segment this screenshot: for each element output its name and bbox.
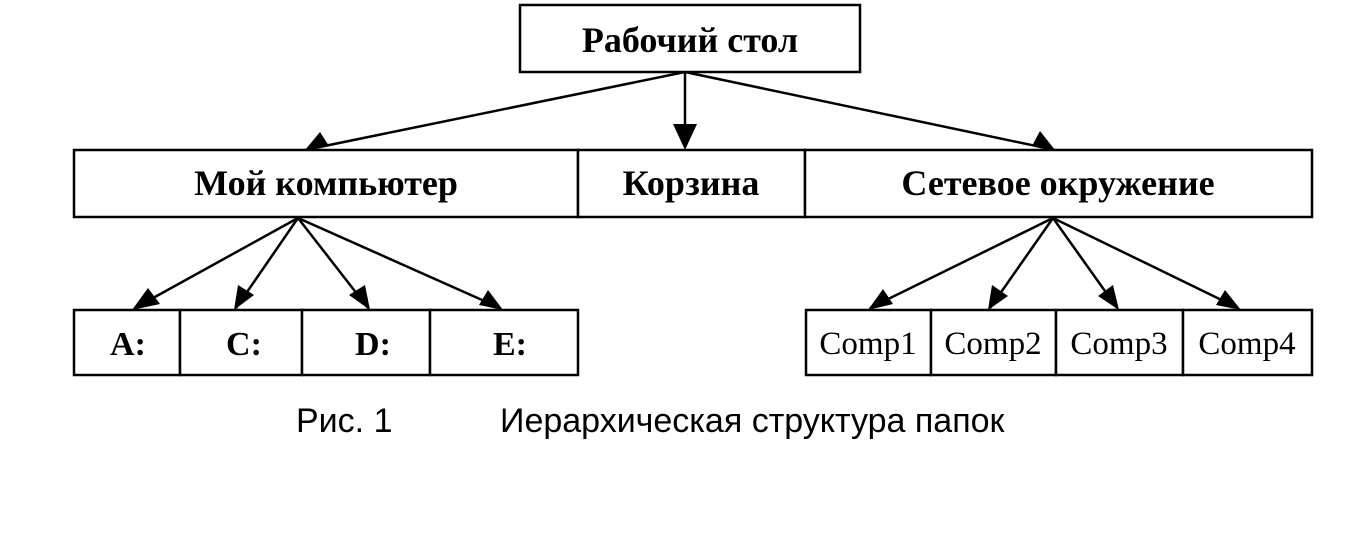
arrowhead-a bbox=[132, 288, 160, 310]
recycle-bin-box bbox=[576, 148, 807, 219]
arrowhead-comp1 bbox=[868, 289, 893, 310]
edge-root-my-computer bbox=[304, 70, 686, 152]
recycle-bin-label: Корзина bbox=[623, 163, 760, 203]
figure-title: Иерархическая структура папок bbox=[500, 402, 1005, 440]
arrowhead-e bbox=[479, 290, 503, 310]
arrowhead-d bbox=[349, 285, 370, 310]
root-label: Рабочий стол bbox=[582, 20, 798, 60]
comp4-box bbox=[1181, 308, 1314, 377]
drive-e-box bbox=[428, 308, 580, 377]
drives-row: A: C: D: E: bbox=[72, 308, 580, 377]
edge-network-comp1 bbox=[869, 216, 1054, 310]
figure-caption: Рис. 1 Иерархическая структура папок bbox=[296, 402, 1004, 441]
edge-my-computer-a bbox=[134, 216, 299, 310]
comp4-label: Comp4 bbox=[1198, 326, 1295, 362]
comp3-box bbox=[1054, 308, 1185, 377]
drive-e-label: E: bbox=[493, 326, 527, 363]
edges bbox=[134, 70, 1239, 310]
arrowheads bbox=[132, 124, 1241, 310]
level1-row: Мой компьютер Корзина Сетевое окружение bbox=[72, 148, 1314, 219]
edge-root-network bbox=[684, 70, 1056, 152]
drive-d-box bbox=[300, 308, 432, 377]
root-node: Рабочий стол bbox=[518, 3, 862, 74]
edge-network-comp4 bbox=[1052, 216, 1239, 310]
comp2-box bbox=[929, 308, 1058, 377]
drive-a-label: A: bbox=[110, 326, 146, 363]
arrowhead-my-computer bbox=[305, 132, 329, 150]
network-label: Сетевое окружение bbox=[901, 163, 1214, 203]
comp2-label: Comp2 bbox=[944, 326, 1041, 362]
root-box bbox=[518, 3, 862, 74]
network-box bbox=[803, 148, 1314, 219]
arrowhead-comp2 bbox=[988, 285, 1008, 310]
drive-a-box bbox=[72, 308, 182, 377]
my-computer-box bbox=[72, 148, 580, 219]
drive-c-label: C: bbox=[226, 326, 262, 363]
comp3-label: Comp3 bbox=[1070, 326, 1167, 362]
arrowhead-recycle-bin bbox=[673, 124, 697, 150]
figure-number: Рис. 1 bbox=[296, 402, 393, 440]
drive-c-box bbox=[178, 308, 304, 377]
comp1-label: Comp1 bbox=[819, 326, 916, 362]
my-computer-label: Мой компьютер bbox=[194, 163, 458, 203]
network-row: Comp1 Comp2 Comp3 Comp4 bbox=[804, 308, 1314, 377]
arrowhead-network bbox=[1032, 131, 1055, 150]
edge-my-computer-e bbox=[297, 216, 501, 310]
arrowhead-comp3 bbox=[1098, 285, 1119, 310]
arrowhead-c bbox=[234, 285, 254, 310]
drive-d-label: D: bbox=[355, 326, 391, 363]
arrowhead-comp4 bbox=[1216, 290, 1241, 310]
